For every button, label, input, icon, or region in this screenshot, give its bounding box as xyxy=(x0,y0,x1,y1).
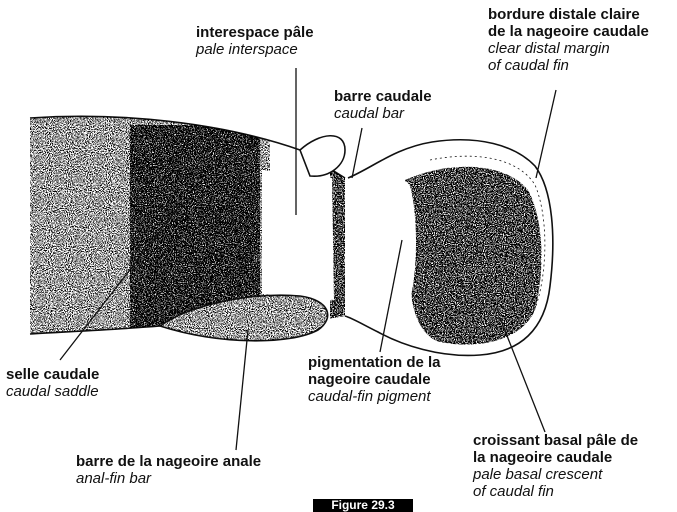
caudal-fin-pigment-stipple xyxy=(405,167,541,345)
label-clear-distal-margin-fr-1: bordure distale claire xyxy=(488,6,649,23)
label-caudal-fin-pigment-fr-2: nageoire caudale xyxy=(308,371,441,388)
label-caudal-bar-en: caudal bar xyxy=(334,105,432,122)
label-caudal-fin-pigment: pigmentation de la nageoire caudale caud… xyxy=(308,354,441,405)
label-pale-interspace: interespace pâle pale interspace xyxy=(196,24,314,58)
label-caudal-bar: barre caudale caudal bar xyxy=(334,88,432,122)
label-anal-fin-bar-fr: barre de la nageoire anale xyxy=(76,453,261,470)
label-clear-distal-margin-fr-2: de la nageoire caudale xyxy=(488,23,649,40)
label-caudal-saddle-fr: selle caudale xyxy=(6,366,99,383)
leader-caudal-bar xyxy=(352,128,362,178)
label-caudal-fin-pigment-fr-1: pigmentation de la xyxy=(308,354,441,371)
label-caudal-bar-fr: barre caudale xyxy=(334,88,432,105)
label-pale-basal-crescent-en-1: pale basal crescent xyxy=(473,466,638,483)
label-pale-basal-crescent-fr-1: croissant basal pâle de xyxy=(473,432,638,449)
label-anal-fin-bar-en: anal-fin bar xyxy=(76,470,261,487)
leader-anal-fin-bar xyxy=(236,330,248,450)
label-pale-basal-crescent-fr-2: la nageoire caudale xyxy=(473,449,638,466)
label-pale-basal-crescent: croissant basal pâle de la nageoire caud… xyxy=(473,432,638,500)
caudal-fin xyxy=(345,140,553,356)
pale-interspace xyxy=(262,170,334,300)
label-pale-basal-crescent-en-2: of caudal fin xyxy=(473,483,638,500)
label-anal-fin-bar: barre de la nageoire anale anal-fin bar xyxy=(76,453,261,487)
label-pale-interspace-fr: interespace pâle xyxy=(196,24,314,41)
figure-caption: Figure 29.3 xyxy=(313,499,413,512)
label-caudal-saddle-en: caudal saddle xyxy=(6,383,99,400)
label-caudal-saddle: selle caudale caudal saddle xyxy=(6,366,99,400)
dorsal-fin-lobe xyxy=(300,136,345,176)
leader-clear-distal-margin xyxy=(536,90,556,178)
label-pale-interspace-en: pale interspace xyxy=(196,41,314,58)
label-caudal-fin-pigment-en: caudal-fin pigment xyxy=(308,388,441,405)
label-clear-distal-margin-en-2: of caudal fin xyxy=(488,57,649,74)
label-clear-distal-margin: bordure distale claire de la nageoire ca… xyxy=(488,6,649,74)
label-clear-distal-margin-en-1: clear distal margin xyxy=(488,40,649,57)
